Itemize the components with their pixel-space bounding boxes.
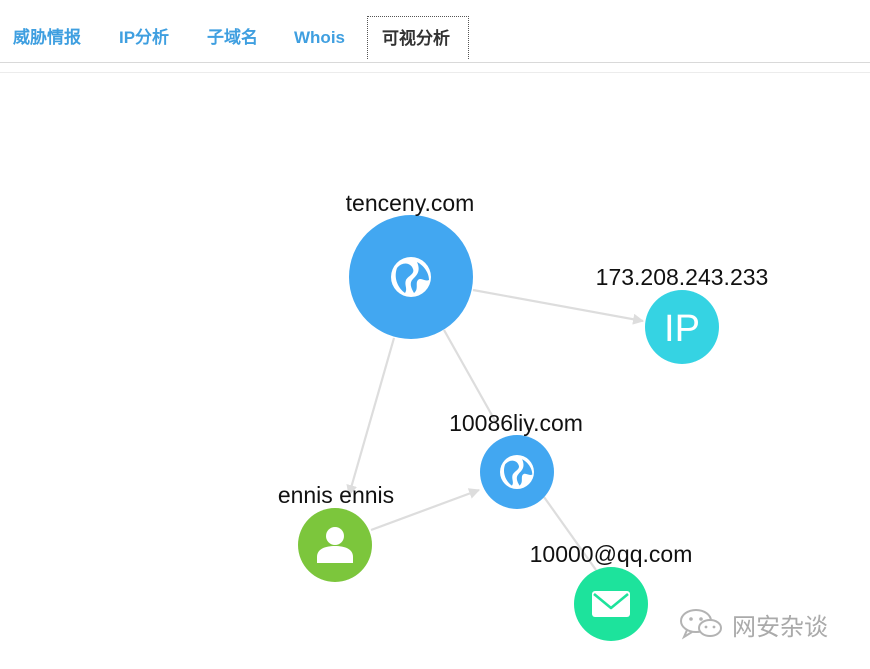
node-liy-label: 10086liy.com [449,410,583,436]
tab-subdomain[interactable]: 子域名 [207,28,258,47]
tab-visual-analysis[interactable]: 可视分析 [367,16,469,59]
person-icon [317,527,353,563]
node-ip-label: 173.208.243.233 [596,264,769,290]
node-ip-circle [645,290,719,364]
edge-tenceny-to-ip [472,288,645,325]
globe-icon [500,455,534,489]
node-ip[interactable]: IP 173.208.243.233 [596,264,769,364]
edge-tenceny-to-person [346,337,396,497]
globe-icon [391,257,431,297]
node-person-label: ennis ennis [278,482,394,508]
node-liy[interactable]: 10086liy.com [449,410,583,509]
watermark: 网安杂谈 [678,606,828,642]
node-tenceny-label: tenceny.com [346,190,475,216]
node-person[interactable]: ennis ennis [278,482,394,582]
edge-tenceny-to-liy [443,329,499,427]
content-divider [0,72,870,73]
tab-bar: 威胁情报 IP分析 子域名 Whois 可视分析 [0,0,870,62]
watermark-text: 网安杂谈 [732,612,828,641]
node-email-label: 10000@qq.com [530,541,693,567]
tab-threat-intel[interactable]: 威胁情报 [13,28,81,47]
node-email[interactable]: 10000@qq.com [530,541,693,641]
tab-whois[interactable]: Whois [294,28,345,47]
tab-ip-analysis[interactable]: IP分析 [119,28,170,47]
ip-icon: IP [664,308,700,350]
edge-liy-to-email [543,496,597,571]
node-tenceny[interactable]: tenceny.com [346,190,475,339]
edge-person-to-liy [370,488,481,532]
mail-icon [592,591,630,617]
tab-bar-divider [0,62,870,63]
wechat-icon [680,609,722,640]
